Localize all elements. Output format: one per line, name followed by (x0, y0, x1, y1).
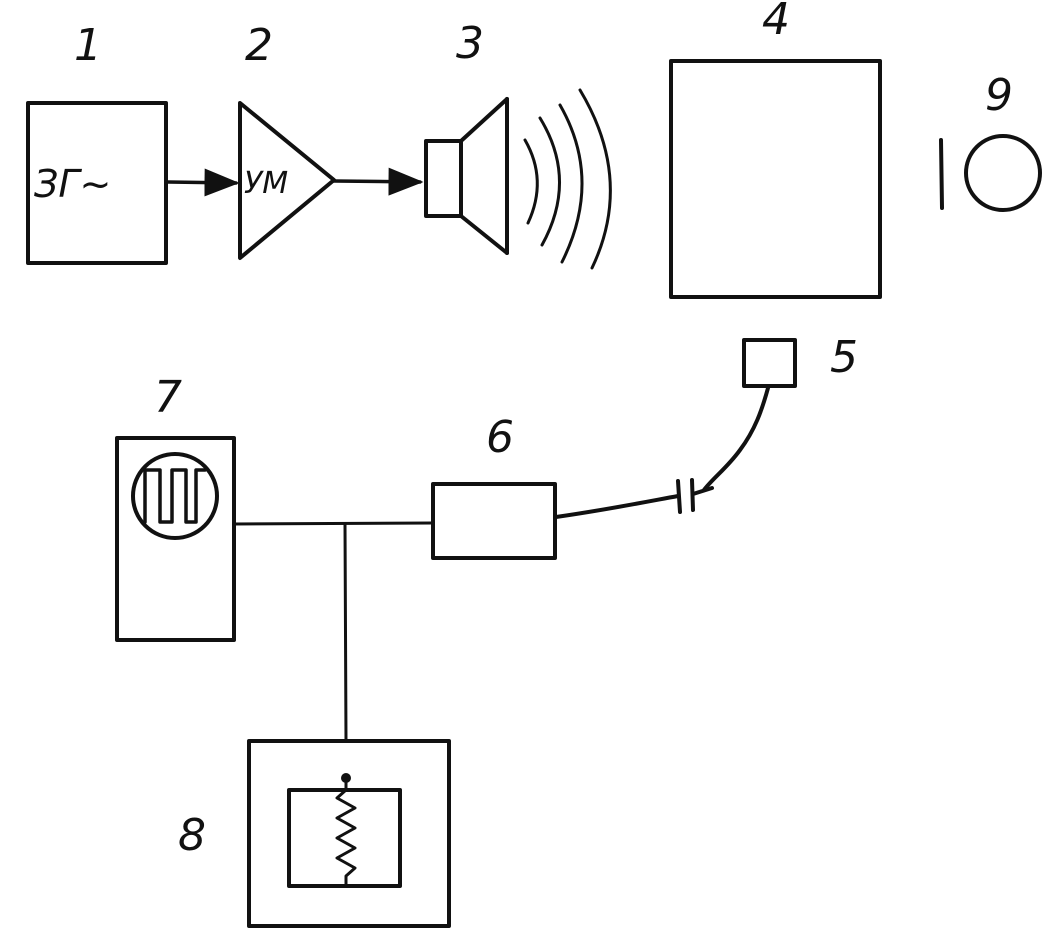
observer-lens (939, 134, 1042, 212)
arrow-amplifier-to-speaker (332, 167, 424, 196)
pickup-sensor (742, 338, 797, 388)
preamplifier-block (431, 482, 557, 560)
capacitor-lead-right (691, 486, 714, 496)
label-9: 9 (985, 70, 1013, 121)
capacitor-lead-left (554, 494, 680, 519)
sound-waves (523, 88, 612, 270)
generator-label: ЗГ~ (34, 162, 111, 206)
label-2: 2 (245, 20, 273, 71)
sample-plate (669, 59, 882, 299)
label-3: 3 (456, 18, 484, 69)
label-6: 6 (486, 412, 514, 463)
sensor-cable (702, 386, 770, 492)
label-7: 7 (154, 372, 182, 423)
measuring-device (247, 739, 451, 928)
label-8: 8 (178, 810, 206, 861)
square-wave-trace (143, 468, 207, 524)
power-amplifier-block: УМ (238, 101, 336, 260)
capacitor-symbol (676, 478, 695, 514)
wire-junction-to-meter (343, 522, 348, 743)
sound-generator-block: ЗГ~ (26, 101, 168, 265)
label-1: 1 (74, 20, 102, 71)
loudspeaker (424, 97, 509, 255)
label-5: 5 (830, 332, 858, 383)
spring-element (335, 776, 357, 888)
oscilloscope (115, 436, 236, 642)
label-4: 4 (762, 0, 790, 45)
arrow-generator-to-amplifier (166, 168, 240, 197)
amplifier-label: УМ (244, 166, 288, 201)
wire-oscilloscope-to-preamp (232, 521, 435, 526)
